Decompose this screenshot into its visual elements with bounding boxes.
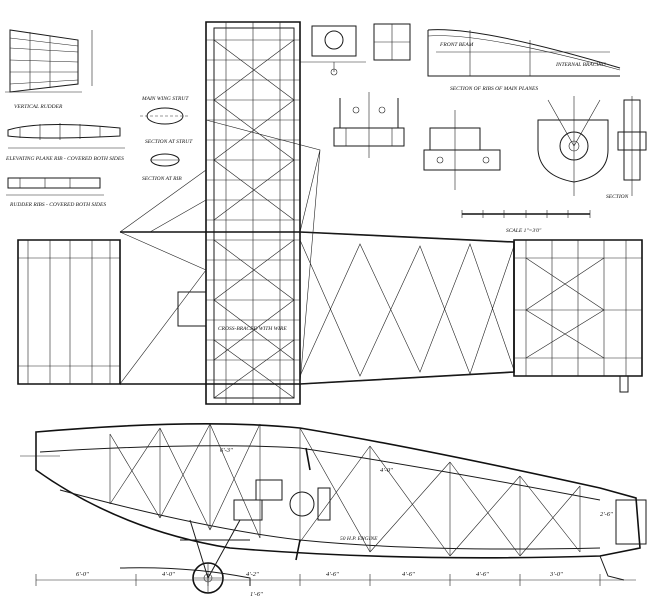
dim-4: 4'-6" xyxy=(326,571,339,578)
dim-9: 4'-0" xyxy=(380,467,393,474)
section-at-strut-label: SECTION AT STRUT xyxy=(145,139,193,145)
section-at-rib-label: SECTION AT RIB xyxy=(142,176,182,182)
vertical-rudder-label: VERTICAL RUDDER xyxy=(14,104,63,110)
dim-2: 4'-0" xyxy=(162,571,175,578)
fuselage-note-label: CROSS-BRACED WITH WIRE xyxy=(218,326,287,332)
elevating-plane-rib-detail xyxy=(7,123,125,149)
section-detail-e xyxy=(617,96,647,196)
internal-bracing-label: INTERNAL BRACING xyxy=(555,62,606,68)
fitting-detail-c xyxy=(333,92,405,158)
main-wing-plan xyxy=(205,21,301,405)
fitting-detail-a xyxy=(300,25,366,76)
scale-bar xyxy=(461,210,591,218)
dim-10: 2'-6" xyxy=(600,511,613,518)
tail-skid-side xyxy=(599,499,647,581)
fuselage-side xyxy=(20,423,641,559)
fitting-detail-d xyxy=(423,110,501,190)
dim-6: 4'-6" xyxy=(476,571,489,578)
rudder-rib-detail xyxy=(6,177,104,196)
strut-section-detail xyxy=(140,107,190,167)
dim-1: 6'-0" xyxy=(76,571,89,578)
fuselage-plan xyxy=(119,119,515,385)
scale-label: SCALE 1"=3'0" xyxy=(506,228,542,234)
dimension-line xyxy=(35,574,636,586)
tail-plan xyxy=(513,239,643,393)
rib-section-curve xyxy=(427,29,621,77)
dim-8: 6'-3" xyxy=(220,447,233,454)
bearing-detail xyxy=(537,96,609,196)
front-elevator-plan xyxy=(17,239,121,385)
front-beam-label: FRONT BEAM xyxy=(439,42,474,48)
rudder-rib-label: RUDDER RIBS - COVERED BOTH SIDES xyxy=(9,202,106,208)
dim-7: 3'-0" xyxy=(549,571,563,578)
dim-3: 4'-2" xyxy=(246,571,259,578)
engine-side xyxy=(233,447,331,561)
fitting-detail-b xyxy=(373,23,411,61)
elevating-plane-rib-label: ELEVATING PLANE RIB - COVERED BOTH SIDES xyxy=(5,156,124,162)
engine-label: 50 H.P. ENGINE xyxy=(340,536,378,542)
section-label: SECTION xyxy=(606,194,629,200)
section-of-ribs-label: SECTION OF RIBS OF MAIN PLANES xyxy=(450,86,538,92)
vertical-rudder-detail xyxy=(5,29,93,93)
dim-5: 4'-6" xyxy=(402,571,415,578)
main-wing-strut-label: MAIN WING STRUT xyxy=(141,96,189,102)
dim-11: 1'-6" xyxy=(250,591,263,598)
chassis-side xyxy=(119,519,251,594)
